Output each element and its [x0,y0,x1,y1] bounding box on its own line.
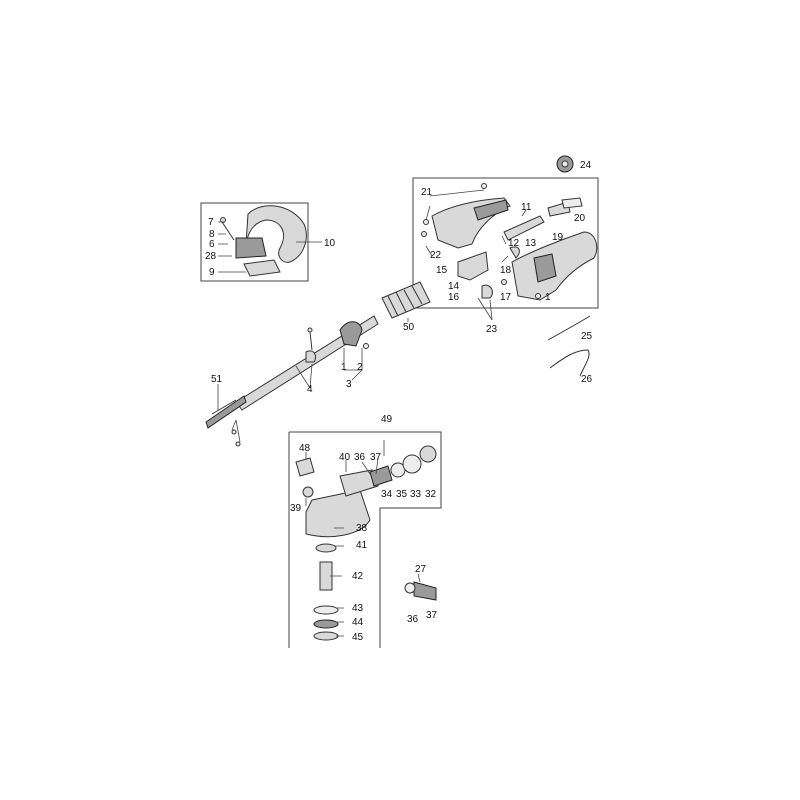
label-50: 50 [403,322,415,333]
label-25: 25 [581,331,593,342]
label-23: 23 [486,324,498,335]
label-4: 4 [307,384,313,395]
label-20: 20 [574,213,586,224]
seal-39 [302,486,314,498]
label-8: 8 [209,229,215,240]
control-cable [547,315,591,377]
label-48: 48 [299,443,311,454]
label-13: 13 [525,238,537,249]
pinion-gear [404,581,437,601]
label-28: 28 [205,251,217,262]
label-7: 7 [208,217,214,228]
label-12: 12 [508,238,520,249]
label-2: 2 [357,362,363,373]
gear-housing [305,445,437,538]
trigger-parts [503,197,583,259]
label-1-tube: 1 [341,362,347,373]
label-26: 26 [581,374,593,385]
label-16: 16 [448,292,460,303]
rear-handle-group-frame [412,177,599,309]
output-shaft [313,543,339,641]
label-6: 6 [209,239,215,250]
label-41: 41 [356,540,368,551]
label-10: 10 [324,238,336,249]
label-45: 45 [352,632,364,643]
label-32: 32 [425,489,437,500]
label-36-head: 36 [354,452,366,463]
label-34: 34 [381,489,393,500]
switch-parts [457,251,541,299]
label-38: 38 [356,523,368,534]
label-39: 39 [290,503,302,514]
flex-sleeve [381,281,431,319]
label-18: 18 [500,265,512,276]
label-27: 27 [415,564,427,575]
drive-shaft [205,395,247,447]
label-1-rear: 1 [545,292,551,303]
label-35: 35 [396,489,408,500]
drive-tube [235,315,379,411]
label-33: 33 [410,489,422,500]
gear-head-group-frame [288,431,442,648]
label-37-head: 37 [370,452,382,463]
label-51: 51 [211,374,223,385]
label-21: 21 [421,187,433,198]
loop-handle [220,205,307,277]
label-44: 44 [352,617,364,628]
label-37-pinion: 37 [426,610,438,621]
label-11: 11 [521,202,532,213]
label-36-pinion: 36 [407,614,419,625]
label-19: 19 [552,232,564,243]
nut [556,155,574,173]
label-24: 24 [580,160,592,171]
rear-grip [511,231,598,301]
label-22: 22 [430,250,442,261]
label-9: 9 [209,267,215,278]
label-42: 42 [352,571,364,582]
throttle-housing [421,183,511,249]
label-3: 3 [346,379,352,390]
label-15: 15 [436,265,448,276]
label-17: 17 [500,292,512,303]
label-14: 14 [448,281,460,292]
handle-group-frame [200,202,309,282]
label-40: 40 [339,452,351,463]
fastener-48 [295,457,315,477]
label-43: 43 [352,603,364,614]
label-49: 49 [381,414,393,425]
